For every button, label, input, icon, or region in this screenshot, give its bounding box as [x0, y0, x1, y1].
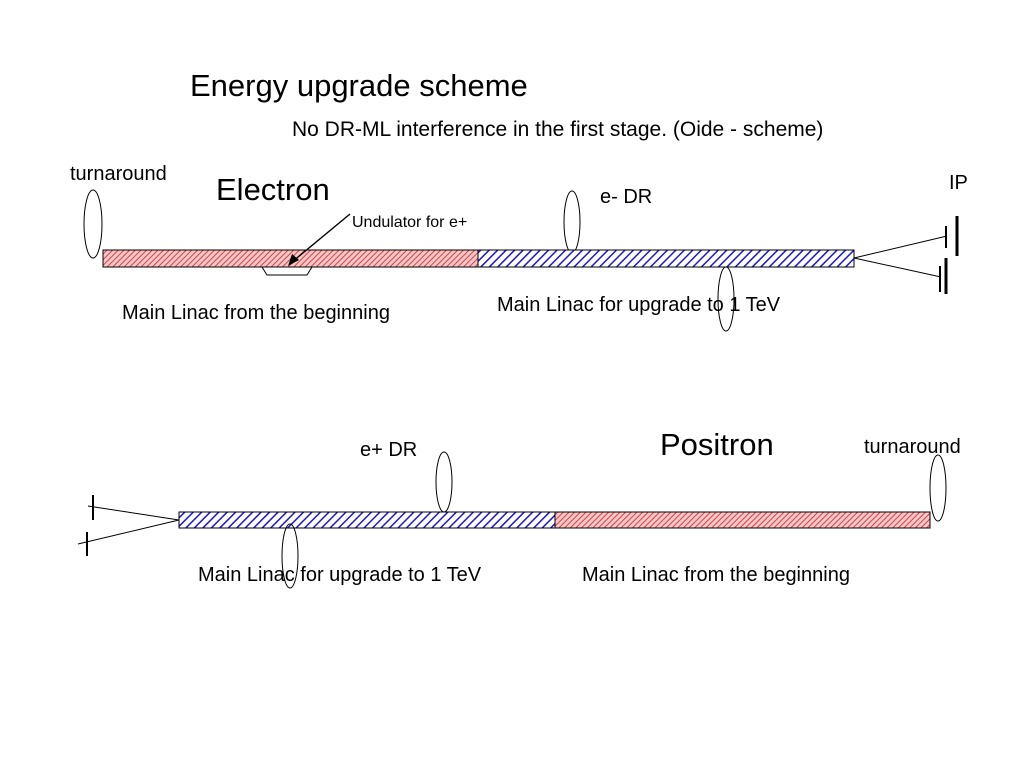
undulator-label: Undulator for e+ [352, 214, 468, 231]
electron-linac-initial-label: Main Linac from the beginning [122, 302, 390, 324]
positron-turnaround-ellipse [929, 454, 947, 522]
positron-linac-initial-segment [554, 511, 931, 529]
ip-beam-line-lower [853, 257, 942, 278]
positron-turnaround-label: turnaround [864, 436, 961, 458]
page-title: Energy upgrade scheme [190, 68, 528, 103]
positron-linac-upgrade-label: Main Linac for upgrade to 1 TeV [198, 564, 482, 586]
positron-ip-line-lower [77, 519, 180, 545]
electron-linac-upgrade-label: Main Linac for upgrade to 1 TeV [497, 294, 781, 316]
positron-linac-initial-label: Main Linac from the beginning [582, 564, 850, 586]
positron-beamline [77, 451, 947, 589]
undulator-arrow [291, 213, 351, 263]
undulator-shape [261, 266, 313, 276]
positron-dr-ellipse [435, 451, 453, 513]
electron-dr-lower-ellipse [717, 266, 735, 332]
electron-dr-label: e- DR [600, 186, 653, 208]
electron-turnaround-label: turnaround [70, 163, 167, 185]
ip-label: IP [949, 172, 968, 194]
page-subtitle: No DR-ML interference in the first stage… [292, 118, 824, 141]
electron-linac-upgrade-segment [477, 249, 855, 268]
electron-beamline [83, 189, 959, 332]
undulator-arrowhead-icon [288, 254, 299, 266]
positron-dr-lower-ellipse [281, 523, 299, 589]
electron-label: Electron [216, 172, 330, 207]
electron-dr-ellipse [563, 190, 581, 254]
positron-linac-upgrade-segment [178, 511, 556, 529]
electron-turnaround-ellipse [83, 189, 103, 259]
positron-ip-line-upper [87, 505, 180, 521]
ip-beam-line-upper [853, 235, 948, 259]
positron-label: Positron [660, 427, 774, 462]
positron-dr-label: e+ DR [360, 439, 418, 461]
